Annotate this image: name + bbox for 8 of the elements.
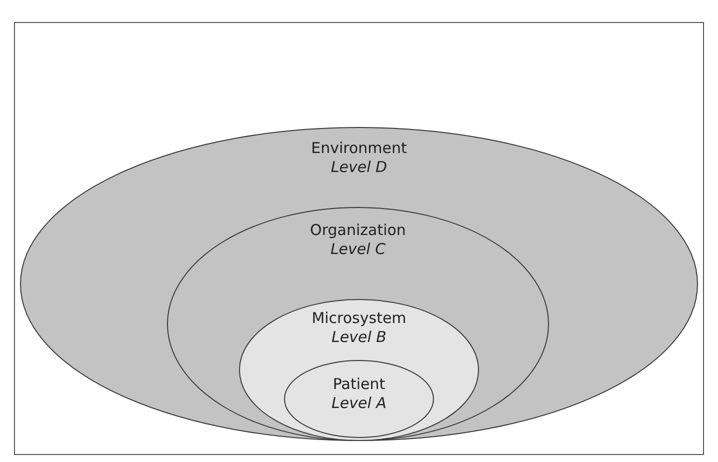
- level-label: Level C: [330, 240, 386, 259]
- level-name: Organization: [310, 221, 406, 240]
- level-name: Environment: [311, 139, 407, 158]
- level-name: Microsystem: [312, 309, 406, 328]
- level-label: Level A: [332, 394, 386, 413]
- level-label: Level D: [330, 158, 388, 177]
- level-label: Level B: [332, 328, 386, 347]
- level-name: Patient: [332, 375, 386, 394]
